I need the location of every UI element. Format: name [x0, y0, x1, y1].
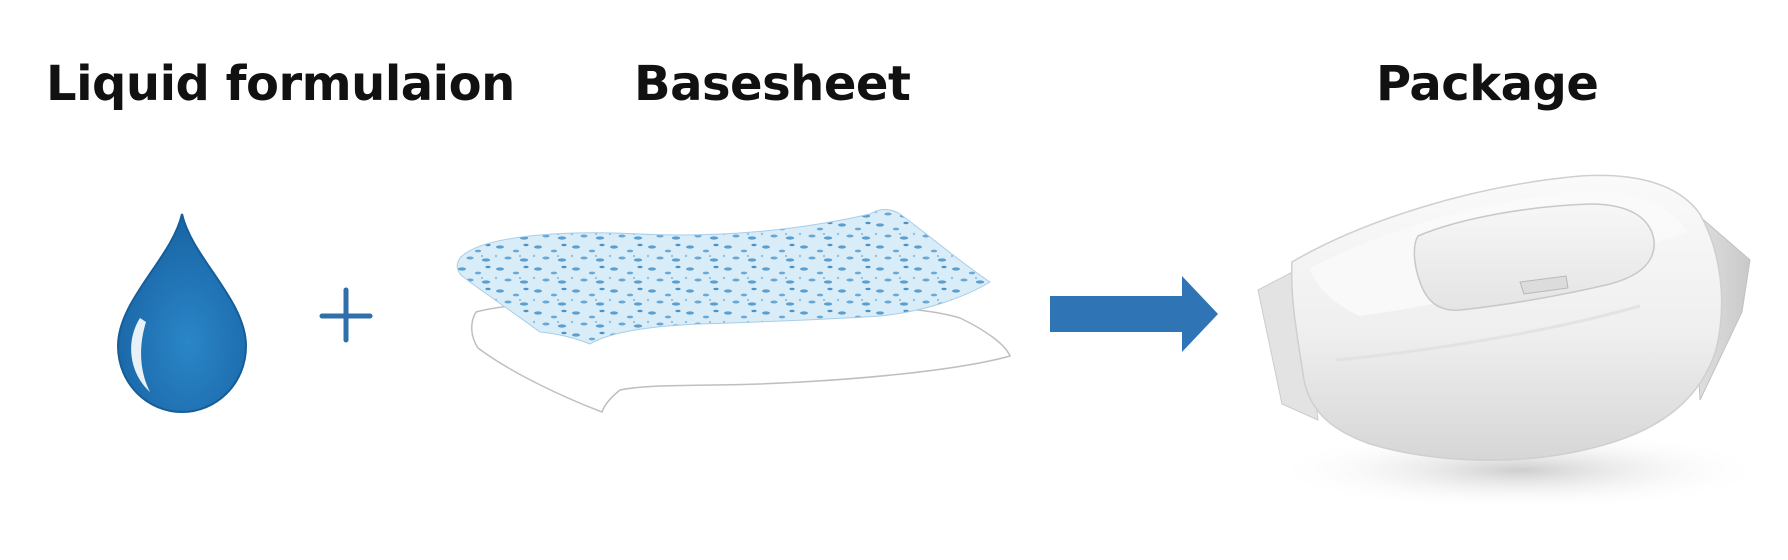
water-drop-icon — [116, 213, 248, 414]
package-label: Package — [1376, 56, 1599, 112]
wipes-package — [1257, 174, 1770, 510]
right-arrow-icon — [1050, 276, 1218, 352]
plus-icon — [319, 287, 373, 343]
basesheet-label: Basesheet — [634, 56, 911, 112]
liquid-formulation-label: Liquid formulaion — [46, 56, 515, 112]
wet-wipe-sheet — [456, 209, 1012, 413]
